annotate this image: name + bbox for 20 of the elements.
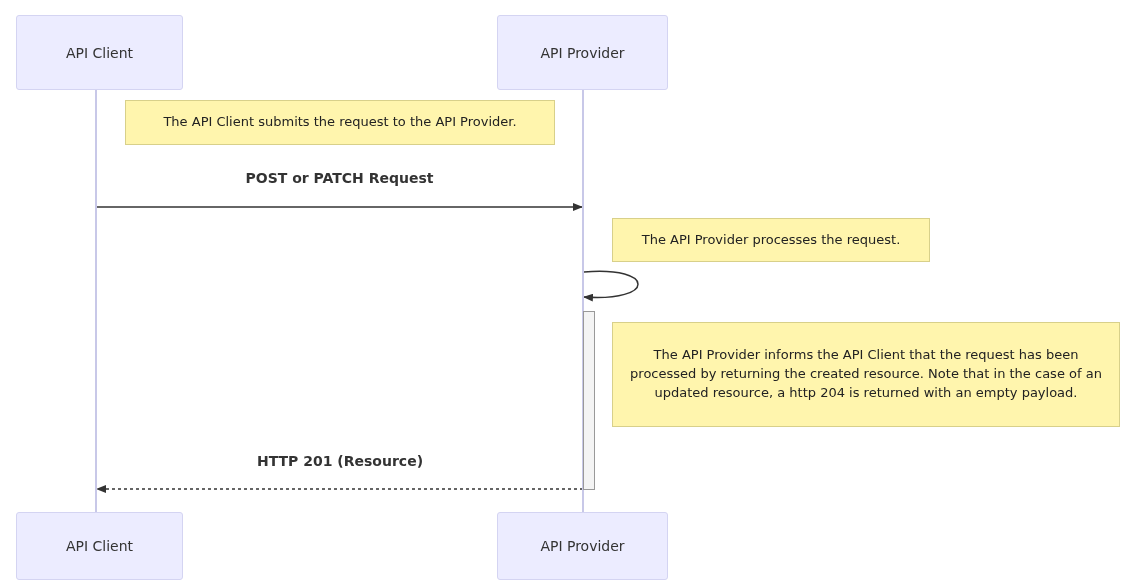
note-text: The API Client submits the request to the API Provider. [163, 113, 517, 132]
actor-label: API Client [65, 44, 134, 61]
note-text: The API Provider processes the request. [641, 230, 901, 249]
actor-label: API Client [65, 538, 134, 554]
activation-bar [583, 311, 595, 490]
actor-box [16, 512, 183, 580]
self-message-arrow [583, 270, 639, 302]
note-box [612, 218, 930, 262]
message-arrow [96, 203, 583, 211]
lifeline [95, 90, 97, 512]
note-text: The API Provider informs the API Client that the request has been processed by returning the created resource. Note that in the case of an updated resource, a http 204 is returned with an empty payload. [629, 346, 1103, 402]
note-box [125, 100, 555, 145]
note-box [612, 322, 1120, 427]
actor-box [497, 15, 668, 90]
message-label: POST or PATCH Request [243, 170, 436, 186]
message-arrow [96, 485, 584, 493]
actor-box [16, 15, 183, 90]
actor-label: API Provider [540, 538, 625, 554]
actor-box [497, 512, 668, 580]
actor-label: API Provider [540, 44, 625, 61]
